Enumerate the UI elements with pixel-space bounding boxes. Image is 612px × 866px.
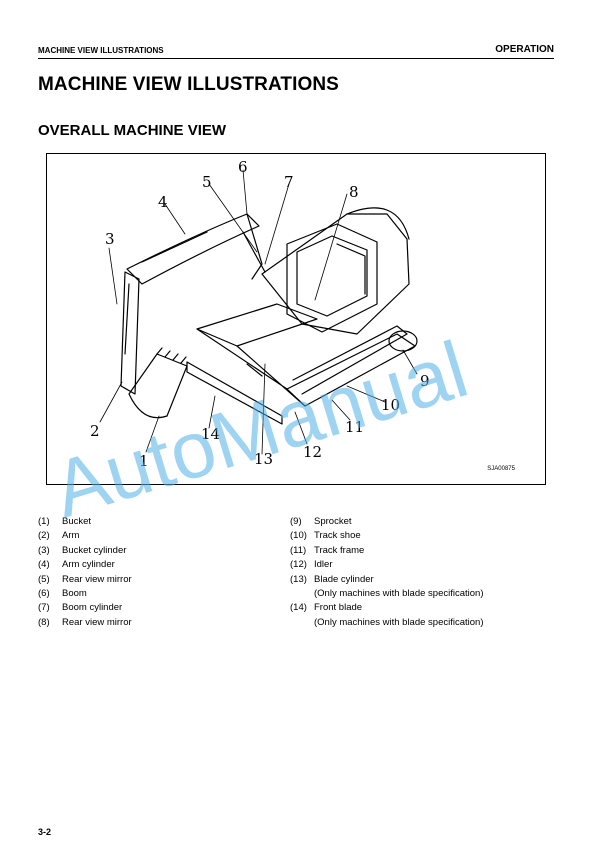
part-label: Idler: [314, 559, 333, 571]
excavator-drawing: 1 2 3 4 5 6 7 8 9 10 11 12 13 14: [90, 158, 430, 470]
callout-6: 6: [238, 158, 248, 176]
boom: [126, 213, 260, 285]
list-item: (13) Blade cylinder (Only machines with bl…: [290, 573, 484, 602]
figure-code: SJA00875: [487, 466, 515, 472]
cab-window: [296, 235, 368, 317]
part-label: Arm cylinder: [62, 559, 115, 571]
part-number: (14): [290, 602, 307, 614]
list-item: (1) Bucket: [38, 515, 132, 529]
part-number: (3): [38, 544, 50, 556]
bucket: [128, 353, 188, 419]
callout-3: 3: [105, 230, 115, 248]
part-number: (13): [290, 573, 307, 585]
part-note: (Only machines with blade specification): [314, 588, 484, 600]
leader-lines: [99, 169, 418, 455]
track-left-outline: [196, 303, 318, 347]
part-number: (11): [290, 544, 307, 556]
section-title: OVERALL MACHINE VIEW: [38, 122, 227, 139]
list-item: (3) Bucket cylinder: [38, 544, 132, 558]
list-item: (11) Track frame: [290, 544, 484, 558]
boom-lower: [246, 213, 263, 280]
part-label: Bucket: [62, 516, 92, 527]
callout-10: 10: [381, 396, 400, 414]
arm-cylinder: [141, 231, 208, 263]
part-label: Rear view mirror: [62, 573, 132, 585]
parts-list-left: (1) Bucket (2) Arm (3) Bucket cylinder (4) A…: [38, 515, 132, 630]
callout-1: 1: [139, 452, 149, 470]
part-number: (2): [38, 530, 50, 542]
callout-2: 2: [90, 422, 100, 440]
callout-8: 8: [349, 183, 359, 201]
part-label: Blade cylinder: [314, 573, 374, 585]
callout-4: 4: [158, 193, 168, 211]
part-label: Rear view mirror: [62, 616, 132, 628]
blade-cylinder: [246, 363, 263, 377]
sprocket: [388, 330, 418, 352]
callout-5: 5: [202, 173, 212, 191]
callout-12: 12: [303, 443, 322, 461]
callout-14: 14: [201, 425, 220, 443]
cab: [286, 223, 378, 333]
part-number: (6): [38, 588, 50, 600]
list-item: (4) Arm cylinder: [38, 558, 132, 572]
part-number: (12): [290, 559, 307, 571]
list-item: (2) Arm: [38, 529, 132, 543]
boom-cylinder: [242, 231, 266, 273]
part-number: (1): [38, 516, 50, 527]
part-number: (10): [290, 530, 307, 542]
part-number: (8): [38, 616, 50, 628]
front-blade: [186, 361, 283, 425]
part-label: Boom: [62, 588, 87, 600]
page-title: MACHINE VIEW ILLUSTRATIONS: [38, 74, 339, 95]
page-number: 3-2: [38, 827, 52, 837]
machine-illustration: 1 2 3 4 5 6 7 8 9 10 11 12 13 14 SJA0087…: [46, 153, 546, 485]
part-note: (Only machines with blade specification): [314, 616, 484, 628]
part-label: Front blade: [314, 602, 363, 614]
bucket-cylinder: [124, 283, 130, 355]
track-frame: [196, 328, 306, 407]
list-item: (7) Boom cylinder: [38, 601, 132, 615]
counterweight: [346, 207, 410, 240]
list-item: (6) Boom: [38, 587, 132, 601]
callout-9: 9: [420, 372, 430, 390]
part-number: (5): [38, 573, 50, 585]
cab-door: [336, 243, 366, 295]
running-header: MACHINE VIEW ILLUSTRATIONS OPERATION: [38, 44, 554, 59]
list-item: (5) Rear view mirror: [38, 573, 132, 587]
part-number: (4): [38, 559, 50, 571]
part-label: Track shoe: [314, 530, 361, 542]
arm: [120, 271, 140, 395]
part-label: Boom cylinder: [62, 602, 123, 614]
track-right-inner: [292, 325, 408, 395]
callout-13: 13: [254, 450, 273, 468]
list-item: (14) Front blade (Only machines with blade…: [290, 601, 484, 630]
callout-7: 7: [284, 173, 294, 191]
list-item: (9) Sprocket: [290, 515, 484, 529]
part-number: (9): [290, 516, 302, 527]
list-item: (12) Idler: [290, 558, 484, 572]
part-label: Sprocket: [314, 516, 352, 527]
part-number: (7): [38, 602, 50, 614]
callout-11: 11: [345, 418, 364, 436]
upper-structure: [261, 213, 410, 335]
list-item: (10) Track shoe: [290, 529, 484, 543]
running-header-right: OPERATION: [495, 44, 554, 55]
bucket-teeth: [156, 347, 187, 364]
parts-list-right: (9) Sprocket (10) Track shoe (11) Track fra…: [290, 515, 484, 630]
running-header-left: MACHINE VIEW ILLUSTRATIONS: [38, 46, 164, 55]
list-item: (8) Rear view mirror: [38, 616, 132, 630]
part-label: Track frame: [314, 544, 365, 556]
part-label: Arm: [62, 530, 80, 542]
part-label: Bucket cylinder: [62, 544, 127, 556]
